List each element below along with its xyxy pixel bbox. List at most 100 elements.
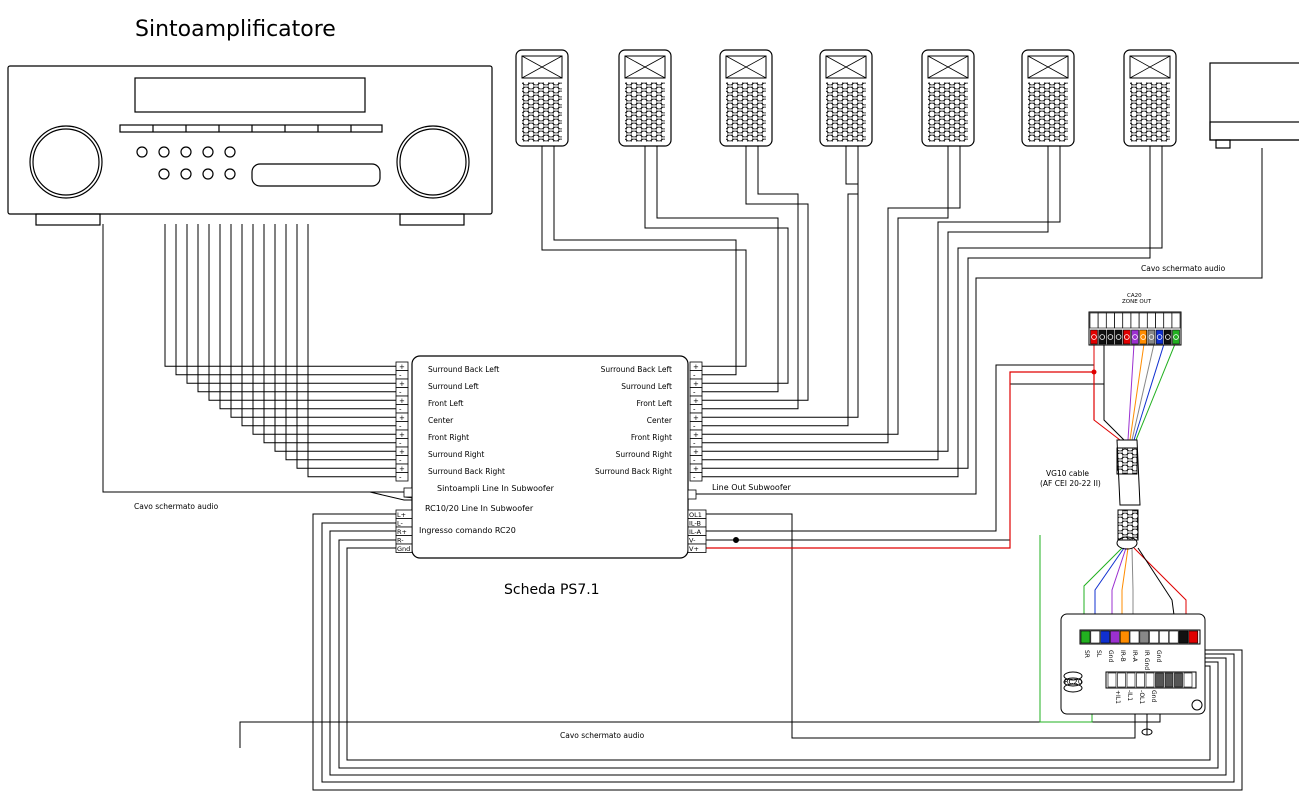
rc20-terminal: [1100, 630, 1110, 644]
ca20-terminal: [1147, 329, 1156, 345]
terminal-sign: -: [399, 440, 402, 448]
wire: [706, 371, 1094, 549]
ca20-slot: [1171, 312, 1181, 329]
ps71-terminals: ++--++--++--++--++--++--++--L+L-R+R-GndO…: [395, 361, 707, 553]
rc20-bottom-terminal: [1145, 672, 1155, 688]
ca20-label: CA20: [1127, 293, 1142, 299]
ca20-screw: [1124, 334, 1130, 340]
left-channel-label: Surround Right: [428, 450, 484, 459]
rc20-pin-label: Gnd: [1155, 650, 1162, 662]
terminal-right: [689, 472, 703, 482]
wire: [338, 539, 1219, 769]
rc20-pin-label: Gnd: [1107, 650, 1114, 662]
wire: [702, 146, 799, 410]
speaker-2: [618, 49, 672, 147]
ca20-screw: [1091, 334, 1097, 340]
terminal-sign: -: [399, 372, 402, 380]
rc-terminal-left-label: L-: [397, 520, 404, 528]
right-channel-label: Surround Back Right: [595, 467, 672, 476]
terminal-right: [689, 404, 703, 414]
wire: [102, 224, 404, 493]
rc20-terminals: [1080, 630, 1199, 688]
wire: [696, 148, 1263, 495]
left-channel-label: Surround Back Right: [428, 467, 505, 476]
sub-in-label: Sintoampli Line In Subwoofer: [437, 484, 555, 493]
speaker-1: [515, 49, 569, 147]
wire: [274, 224, 396, 452]
ca20-slot: [1114, 312, 1123, 329]
wire: [644, 146, 789, 384]
wire: [1135, 343, 1176, 441]
rc20-bottom-terminal: [1126, 672, 1136, 688]
rc-terminal-left-label: L+: [397, 511, 406, 519]
terminal-sign: +: [693, 363, 699, 371]
ca20-screw: [1115, 334, 1122, 340]
rc20-bottom-terminal: [1107, 672, 1117, 688]
ground-ring: [1141, 728, 1153, 736]
ca20-zone-label: ZONE OUT: [1122, 299, 1152, 305]
ca20-slot: [1147, 312, 1156, 329]
shield-cable-bottom: Cavo schermato audio: [560, 731, 645, 740]
left-channel-label: Surround Back Left: [428, 365, 499, 374]
wire: [186, 224, 396, 384]
vg10-label-1: VG10 cable: [1046, 469, 1089, 478]
wire: [1133, 343, 1165, 441]
terminal-left: [395, 438, 409, 448]
rc20-pin-label: SL: [1095, 650, 1102, 658]
speaker-4: [819, 49, 873, 147]
speaker-5: [921, 49, 975, 147]
sub-in-jack: [403, 487, 413, 498]
terminal-sign: -: [693, 389, 696, 397]
wire: [702, 146, 949, 435]
wire: [197, 224, 396, 393]
ca20-terminal: [1090, 329, 1098, 345]
right-channel-label: Center: [647, 416, 673, 425]
terminal-left: [395, 421, 409, 431]
speaker-3: [719, 49, 773, 147]
ca20-terminal: [1114, 329, 1123, 345]
wire: [1093, 344, 1121, 441]
wire: [541, 146, 747, 367]
terminal-left: [395, 387, 409, 397]
terminal-sign: -: [693, 406, 696, 414]
ca20-screw: [1107, 334, 1114, 340]
wire: [321, 522, 1235, 783]
ca20-slot: [1089, 312, 1099, 329]
terminal-sign: +: [399, 465, 405, 473]
rc20-bottom-terminal: [1117, 672, 1126, 688]
ca20-terminal: [1131, 329, 1139, 345]
sub-out-label: Line Out Subwoofer: [712, 483, 792, 492]
wire: [1127, 343, 1135, 441]
terminal-sign: +: [693, 448, 699, 456]
terminal-sign: +: [399, 431, 405, 439]
terminal-right: [689, 370, 703, 380]
ca20-screw: [1165, 334, 1171, 340]
page-title: Sintoamplificatore: [135, 17, 336, 42]
rc20-bottom-label: -OL1: [1138, 690, 1145, 704]
left-channel-label: Center: [428, 416, 454, 425]
wire: [702, 146, 1049, 452]
wire: [164, 224, 396, 367]
right-channel-label: Surround Right: [616, 450, 672, 459]
rc-terminal-right-label: OL1: [689, 511, 702, 519]
vg10-cable: [1116, 439, 1141, 550]
wire: [208, 224, 396, 401]
terminal-right: [689, 438, 703, 448]
terminal-sign: -: [399, 406, 402, 414]
right-channel-label: Front Right: [631, 433, 672, 442]
rc20-bottom-terminal: [1155, 672, 1164, 688]
rc-line-label: RC10/20 Line In Subwoofer: [425, 504, 534, 513]
wire: [702, 146, 859, 418]
rc20-bottom-terminal: [1183, 672, 1193, 688]
rc-terminal-right: [687, 543, 707, 553]
wire: [285, 224, 396, 461]
wire: [706, 513, 1136, 739]
ca20-terminal: [1098, 329, 1106, 345]
amplifier: [7, 65, 493, 226]
wire: [1129, 343, 1145, 441]
terminal-sign: -: [399, 457, 402, 465]
rc-terminal-right-label: IL-A: [689, 528, 702, 536]
ca20-slot: [1155, 312, 1164, 329]
ca20-terminal: [1164, 329, 1172, 345]
